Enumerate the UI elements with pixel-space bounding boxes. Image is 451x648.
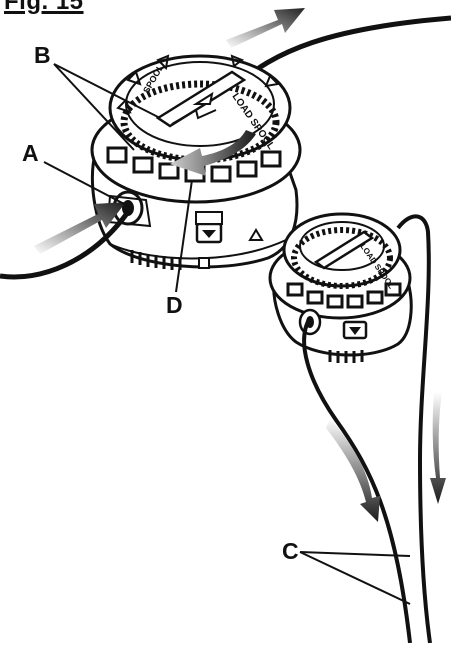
- figure-title: Fig. 15: [4, 0, 84, 16]
- pull-arrow-right: [430, 392, 446, 504]
- small-trimmer-head: LOAD SPOOL: [270, 214, 411, 363]
- callout-c: C: [282, 540, 299, 563]
- large-trimmer-head: LOAD SPOOL SPOOL: [92, 56, 300, 270]
- trimmer-line-left-strand: [304, 318, 410, 643]
- callout-b: B: [34, 44, 51, 67]
- callout-d: D: [166, 294, 183, 317]
- direction-arrow-top: [226, 8, 305, 48]
- pull-arrow-left: [326, 418, 380, 522]
- callout-a: A: [22, 142, 39, 165]
